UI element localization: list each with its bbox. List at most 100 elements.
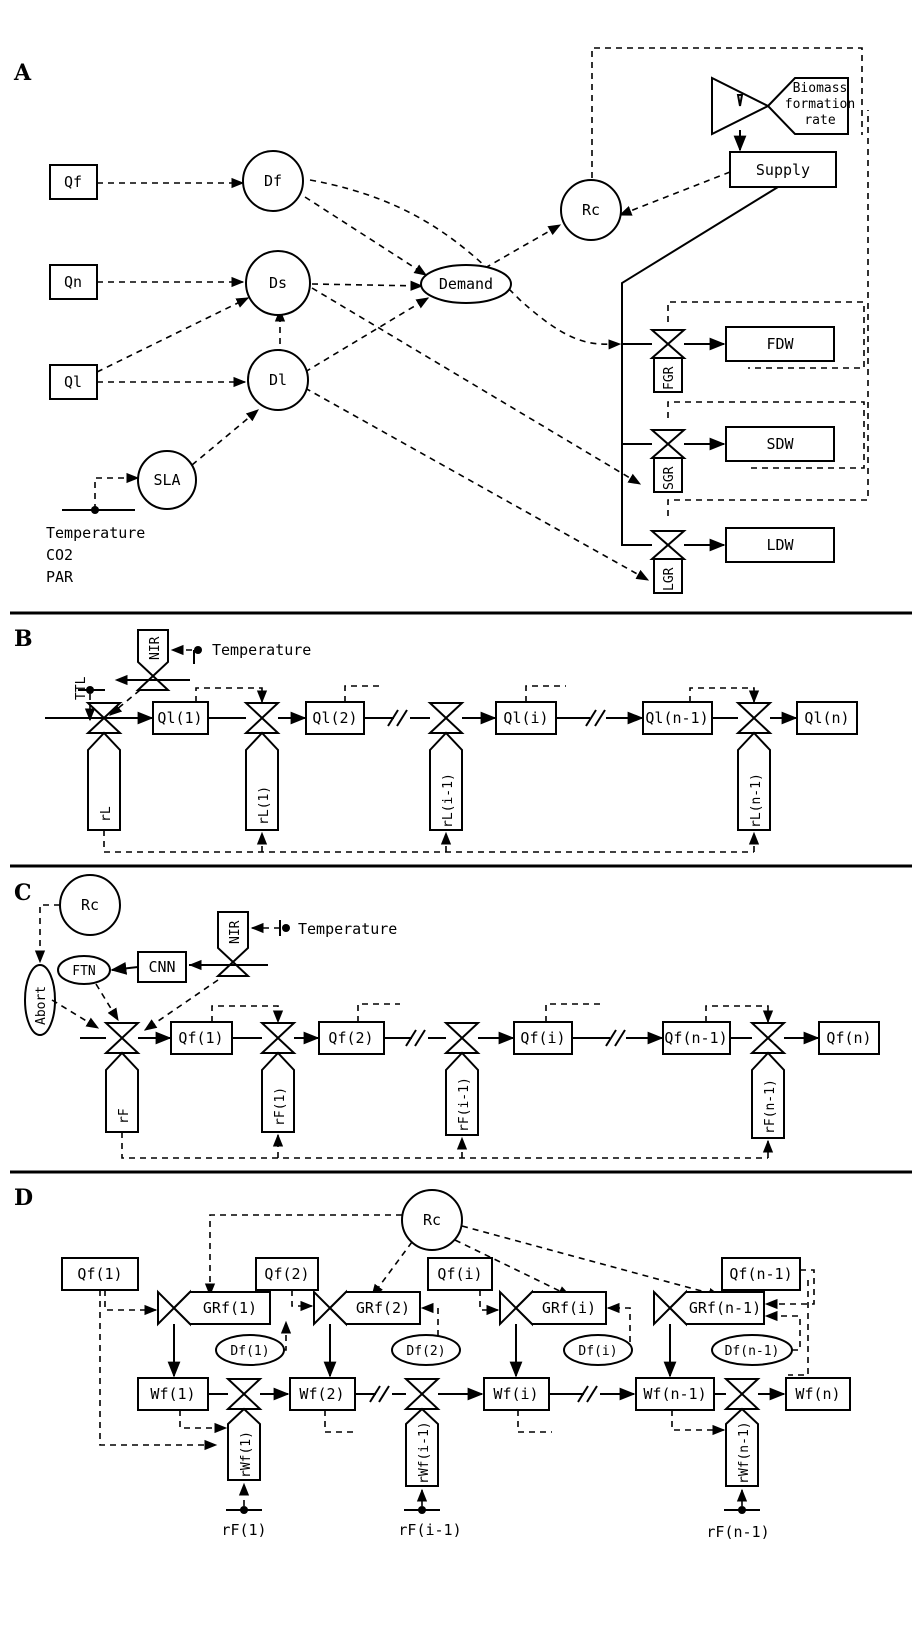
grn-label: GRf(n-1) (689, 1299, 761, 1317)
rc-circle (560, 179, 622, 241)
wfn-label: Wf(n) (795, 1385, 840, 1403)
df2-label: Df(2) (406, 1344, 445, 1359)
gr2-valve: GRf(2) (313, 1289, 421, 1327)
qln-box (796, 701, 858, 735)
rfi-valve: rF(i-1) (443, 1022, 481, 1136)
lgr-label: LGR (662, 567, 677, 591)
rln-valve: rL(n-1) (735, 702, 773, 831)
df-circle (242, 150, 304, 212)
rfn-valve: rF(n-1) (749, 1022, 787, 1139)
rl1-label: rL(1) (257, 786, 272, 825)
abort-label: Abort (34, 986, 49, 1025)
ds-circle (245, 250, 311, 316)
cnn-label: CNN (148, 958, 175, 976)
panel-d-label: D (14, 1185, 33, 1211)
nir-valve (137, 629, 169, 678)
gri-label: GRf(i) (542, 1299, 596, 1317)
biomass-label-1: Biomass (793, 81, 848, 96)
wf1-label: Wf(1) (150, 1385, 195, 1403)
qn-box (49, 264, 98, 300)
biomass-box (766, 77, 849, 135)
biomass-label-2: formation (785, 97, 855, 112)
qfn1-box-c (662, 1021, 731, 1055)
wf2-label: Wf(2) (299, 1385, 344, 1403)
wfn1-label: Wf(n-1) (643, 1385, 706, 1403)
qfn1-label-d: Qf(n-1) (729, 1265, 792, 1283)
qfi-box-c (513, 1021, 573, 1055)
ttl-label: TTL (74, 676, 89, 700)
wfn1-box (635, 1377, 715, 1411)
rc-label-c: Rc (81, 896, 99, 914)
ftn-label: FTN (72, 964, 95, 979)
qfn1-label-c: Qf(n-1) (664, 1029, 727, 1047)
rfi-label-d: rF(i-1) (398, 1521, 461, 1539)
sdw-box (725, 426, 835, 462)
sla-circle (137, 450, 197, 510)
sla-label: SLA (153, 471, 180, 489)
ql-label: Ql (64, 373, 82, 391)
ql-box (49, 364, 98, 400)
rli-label: rL(i-1) (441, 773, 456, 828)
gr1-valve: GRf(1) (157, 1289, 271, 1327)
rwn-valve: rWf(n-1) (723, 1378, 761, 1487)
panel-a: A Qf Qn Ql (13, 47, 869, 594)
qf1-label-d: Qf(1) (77, 1265, 122, 1283)
rw1-label: rWf(1) (239, 1431, 254, 1478)
qli-label: Ql(i) (503, 709, 548, 727)
df2-ellipse (391, 1334, 461, 1366)
qln1-label: Ql(n-1) (645, 709, 708, 727)
gr2-label: GRf(2) (356, 1299, 410, 1317)
qln1-box (642, 701, 713, 735)
ldw-box (725, 527, 835, 563)
rw1-valve: rWf(1) (225, 1378, 263, 1481)
rf1-valve: rF(1) (259, 1022, 297, 1133)
lgr-valve: LGR (649, 530, 687, 594)
ftn-ellipse (57, 955, 111, 985)
ql2-label: Ql(2) (312, 709, 357, 727)
rf-valve: rF (103, 1022, 141, 1133)
wfi-label: Wf(i) (493, 1385, 538, 1403)
qf-label: Qf (64, 173, 82, 191)
dfn-label: Df(n-1) (725, 1344, 780, 1359)
rc-circle-d (401, 1189, 463, 1251)
supply-box (729, 151, 837, 188)
fdw-box (725, 326, 835, 362)
biomass-label-3: rate (804, 113, 835, 128)
panel-a-label: A (13, 60, 32, 86)
dfi-label: Df(i) (578, 1344, 617, 1359)
fgr-valve: FGR (649, 329, 687, 393)
qln-label: Ql(n) (804, 709, 849, 727)
temperature-label-b: Temperature (212, 641, 311, 659)
fdw-label: FDW (766, 335, 794, 353)
panel-d: D Rc Qf(1) Qf(2) Qf(i) Qf(n-1) GRf(1) GR… (14, 1185, 851, 1541)
co2-label: CO2 (46, 546, 73, 564)
ql1-label: Ql(1) (157, 709, 202, 727)
wfn-box (785, 1377, 851, 1411)
rwn-label: rWf(n-1) (737, 1421, 752, 1484)
rl-valve: rL (85, 702, 123, 831)
panel-c-label: C (14, 880, 32, 906)
rf1-label-d: rF(1) (221, 1521, 266, 1539)
rl-label: rL (99, 806, 114, 822)
dl-label: Dl (269, 371, 287, 389)
qfn-label-c: Qf(n) (826, 1029, 871, 1047)
panel-b-label: B (14, 626, 33, 652)
qf-box (49, 164, 98, 200)
supply-label: Supply (756, 161, 810, 179)
temperature-label-c: Temperature (298, 920, 397, 938)
grn-valve: GRf(n-1) (653, 1289, 765, 1327)
rli-valve: rL(i-1) (427, 702, 465, 831)
rfn-label: rF(n-1) (763, 1079, 778, 1134)
qli-box (495, 701, 557, 735)
rwi-valve: rWf(i-1) (403, 1378, 441, 1487)
rf1-label: rF(1) (273, 1087, 288, 1126)
ql1-box (152, 701, 209, 735)
rwi-label: rWf(i-1) (417, 1421, 432, 1484)
dfi-ellipse (563, 1334, 633, 1366)
rf-label: rF (117, 1108, 132, 1124)
panel-b: B NIR Temperature TTL (14, 626, 858, 853)
rln-label: rL(n-1) (749, 773, 764, 828)
qf2-label-d: Qf(2) (264, 1265, 309, 1283)
par-label: PAR (46, 568, 74, 586)
